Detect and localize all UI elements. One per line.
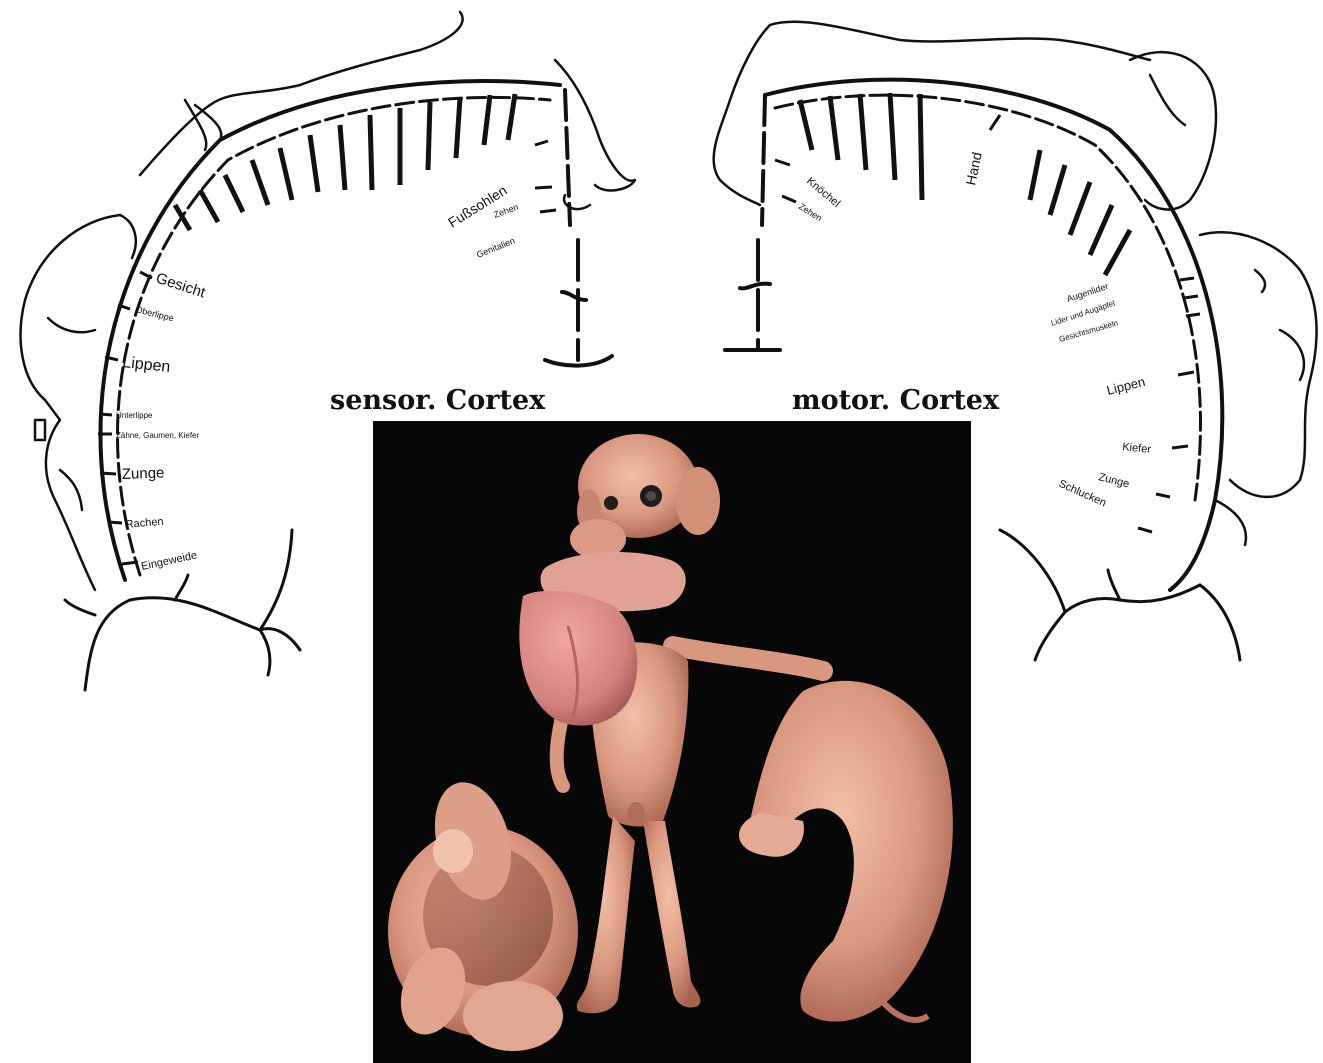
- right-leg: [643, 821, 700, 1008]
- left-eye: [604, 496, 618, 510]
- right-ear: [676, 467, 720, 535]
- label-unterlippe: Unterlippe: [116, 411, 153, 420]
- label-gesicht: Gesicht: [154, 270, 208, 302]
- left-hand: [388, 774, 578, 1051]
- motor-cortex-edge: [762, 95, 765, 225]
- left-leg: [577, 816, 635, 1013]
- sensory-axon: [545, 240, 612, 366]
- label-kiefer: Kiefer: [1122, 441, 1152, 456]
- label-zunge: Zunge: [122, 465, 165, 483]
- right-hand: [739, 681, 953, 1022]
- label-lippen-motor: Lippen: [1105, 374, 1147, 398]
- motor-neuron: [1000, 530, 1240, 660]
- label-oberlippe: Oberlippe: [135, 304, 175, 323]
- label-zunge-motor: Zunge: [1097, 471, 1130, 490]
- homunculus-sculpture-photo: [373, 421, 971, 1063]
- right-arm: [673, 646, 823, 671]
- label-fusssohlen: Fußsohlen: [445, 182, 510, 231]
- motor-axon: [725, 240, 780, 350]
- label-zaehne: Zähne, Gaumen, Kiefer: [116, 431, 199, 440]
- label-zehen-sensory: Zehen: [492, 202, 519, 220]
- sensory-cortex-title: sensor. Cortex: [330, 385, 546, 416]
- motor-cortex-title: motor. Cortex: [792, 385, 1000, 416]
- label-knoechel: Knöchel: [804, 175, 842, 210]
- label-zehen-motor: Zehen: [797, 201, 824, 223]
- label-rachen: Rachen: [125, 516, 164, 531]
- label-augenlider: Augenlider: [1066, 281, 1110, 304]
- label-lippen: Lippen: [122, 354, 172, 376]
- genitals: [627, 802, 645, 826]
- label-genitalien: Genitalien: [475, 235, 516, 259]
- homunculus-sculpture: [373, 421, 971, 1063]
- label-eingeweide: Eingeweide: [140, 549, 198, 573]
- label-hand: Hand: [962, 151, 985, 187]
